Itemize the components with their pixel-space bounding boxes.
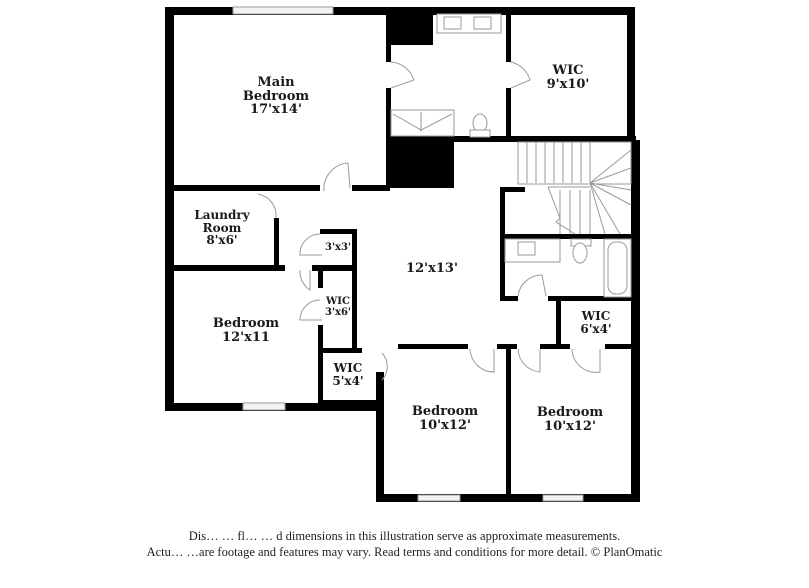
disclaimer-line-1: Dis… … fl… … d dimensions in this illust… (188, 529, 621, 543)
room-name: Main (257, 75, 295, 90)
room-name: WIC (326, 296, 350, 307)
room-dimensions: 17'x14' (250, 102, 302, 118)
room-label-hall-wic: WIC 3'x6' (324, 296, 352, 318)
staircase-icon (517, 141, 632, 235)
door-swing-icon (299, 269, 311, 291)
double-sink-icon (436, 13, 502, 34)
door-swing-icon (299, 299, 322, 321)
room-name: Bedroom (212, 316, 280, 331)
window-icon (417, 494, 461, 502)
door-swing-icon (517, 274, 547, 297)
room-label-bedroom-south-east: Bedroom 10'x12' (537, 406, 603, 433)
room-dimensions: 3'x3' (324, 242, 352, 253)
room-dimensions: 9'x10' (546, 76, 590, 92)
room-dimensions: 6'x4' (580, 321, 612, 336)
door-swing-icon (381, 352, 388, 381)
door-swing-icon (517, 348, 541, 373)
window-icon (542, 494, 584, 502)
room-dimensions: 3'x6' (324, 306, 352, 318)
door-swing-icon (257, 193, 277, 219)
room-label-main-wic: WIC 9'x10' (547, 64, 590, 91)
room-name: Bedroom (536, 405, 604, 420)
door-swing-icon (510, 61, 531, 89)
room-dimensions: 10'x12' (419, 417, 471, 433)
room-name: Bedroom (411, 404, 479, 419)
room-label-wic-6x4: WIC 6'x4' (580, 310, 611, 335)
room-label-wic-5x4: WIC 5'x4' (332, 362, 363, 387)
shower-icon (390, 109, 455, 137)
room-label-bedroom-south-center: Bedroom 10'x12' (412, 405, 478, 432)
sink-icon (504, 238, 561, 263)
interior-walls (165, 7, 637, 502)
window-icon (242, 402, 286, 411)
room-name: WIC (581, 309, 611, 323)
room-dimensions: 12'x13' (406, 261, 458, 276)
room-dimensions: 8'x6' (206, 233, 238, 248)
room-name: Laundry (194, 208, 250, 222)
door-swing-icon (390, 61, 415, 89)
hall-bath-fixtures (504, 238, 632, 298)
room-name: WIC (333, 361, 363, 375)
room-label-main-bedroom: Main Bedroom 17'x14' (243, 76, 309, 117)
disclaimer: Dis… … fl… … d dimensions in this illust… (0, 528, 809, 560)
door-swing-icon (323, 162, 351, 192)
toilet-icon (572, 242, 588, 264)
toilet-icon (472, 113, 488, 133)
door-swing-icon (299, 233, 322, 256)
room-name: WIC (552, 63, 584, 78)
disclaimer-line-2: Actu… …are footage and features may vary… (146, 545, 663, 559)
room-name: Bedroom (242, 88, 310, 104)
room-label-loft: 12'x13' (406, 262, 458, 276)
room-dimensions: 5'x4' (332, 373, 364, 388)
door-swing-icon (469, 348, 495, 373)
room-name: Room (202, 220, 242, 235)
window-icon (232, 6, 334, 15)
room-label-bedroom-west: Bedroom 12'x11 (213, 317, 279, 344)
room-label-laundry-room: Laundry Room 8'x6' (194, 209, 249, 247)
room-dimensions: 12'x11 (222, 329, 270, 345)
windows (232, 6, 584, 502)
main-bath-fixtures (390, 13, 502, 138)
door-swings (257, 61, 601, 381)
room-dimensions: 10'x12' (544, 418, 596, 434)
door-swing-icon (571, 348, 601, 373)
room-label-closet-3x3: 3'x3' (324, 242, 352, 254)
